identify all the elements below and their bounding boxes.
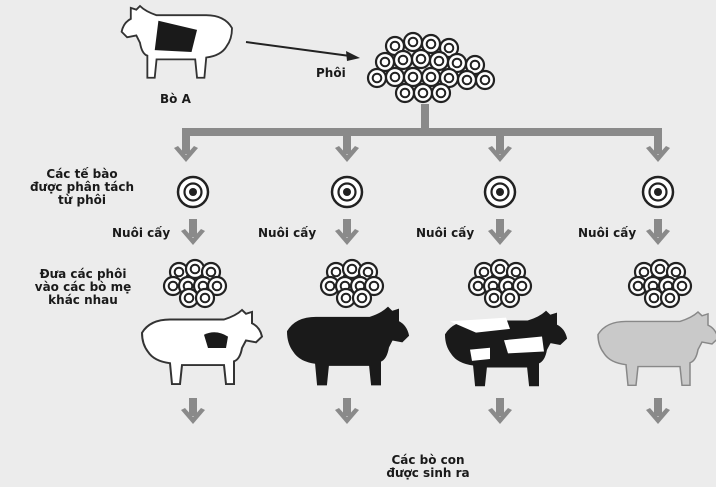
- separated-cells-label: Các tế bào được phân tách từ phôi: [18, 168, 146, 207]
- cow-a: [122, 6, 232, 78]
- culture-label-2: Nuôi cấy: [258, 226, 316, 240]
- arrow-to-embryo: [246, 42, 360, 61]
- branch-arrows: [174, 136, 670, 162]
- surrogate-cow-4: [598, 312, 716, 385]
- surrogate-cow-3: [446, 312, 566, 385]
- branch-connector: [182, 104, 662, 136]
- separated-cells: [178, 177, 673, 207]
- embryo-label: Phôi: [316, 66, 346, 80]
- offspring-arrows: [181, 398, 670, 424]
- culture-label-4: Nuôi cấy: [578, 226, 636, 240]
- embryo-cluster: [368, 33, 494, 102]
- surrogate-cow-2: [288, 308, 408, 384]
- culture-label-1: Nuôi cấy: [112, 226, 170, 240]
- culture-label-3: Nuôi cấy: [416, 226, 474, 240]
- offspring-label: Các bò con được sinh ra: [372, 454, 484, 480]
- surrogate-cow-1: [142, 310, 262, 384]
- cultured-embryos: [164, 260, 691, 307]
- cow-a-label: Bò A: [160, 92, 191, 106]
- transfer-label: Đưa các phôi vào các bò mẹ khác nhau: [18, 268, 148, 307]
